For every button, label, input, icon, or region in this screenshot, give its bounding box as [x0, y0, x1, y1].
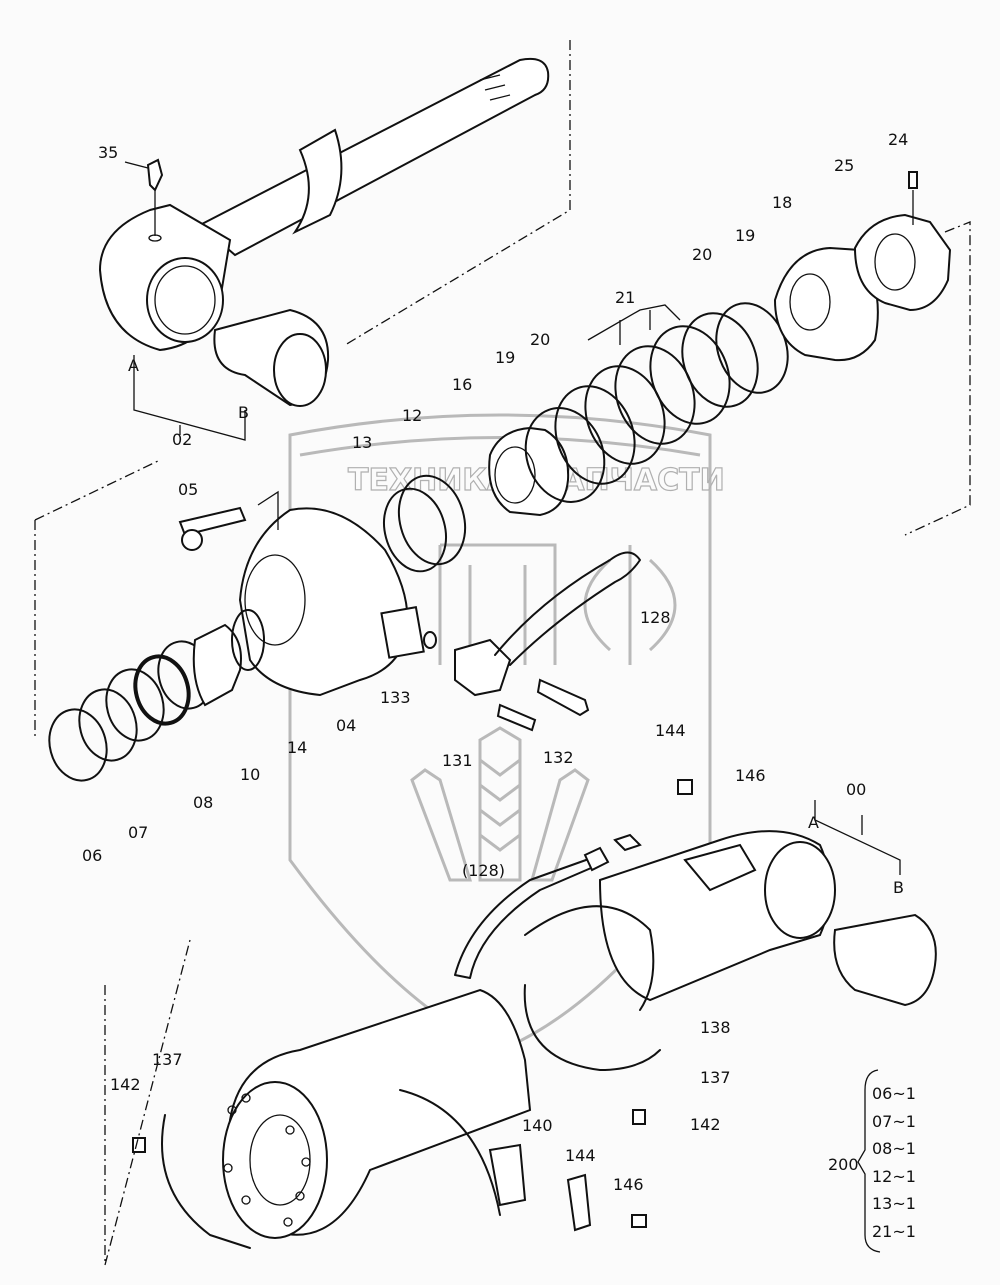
callout-131: 131: [442, 751, 473, 770]
callout-13: 13: [352, 433, 373, 452]
callout-144-lower: 144: [565, 1146, 596, 1165]
callout-35: 35: [98, 143, 119, 162]
band-137-left: [161, 1114, 251, 1249]
kit-item: 21~1: [872, 1221, 916, 1241]
head-bolt-icon: [178, 506, 247, 537]
watermark-wheat-icon: [410, 726, 590, 882]
callout-05: 05: [178, 480, 199, 499]
piston: [773, 246, 879, 362]
kit-key: 200: [828, 1155, 859, 1174]
head-port-flange: [380, 606, 425, 659]
kit-item: 08~1: [872, 1139, 916, 1158]
callout-142-left: 142: [110, 1075, 141, 1094]
callout-20-left: 20: [530, 330, 551, 349]
head-group: [34, 459, 641, 782]
kit-item: 06~1: [872, 1084, 916, 1103]
seal-rings: [524, 302, 789, 503]
rod-seals: [48, 609, 265, 782]
pipe-fitting-icon: [583, 846, 610, 872]
o-ring-133: [423, 631, 437, 649]
head-bushing: [192, 623, 242, 707]
flange-bolt-holes: [223, 1093, 311, 1227]
callout-137-left: 137: [152, 1050, 183, 1069]
callout-146-lower: 146: [613, 1175, 644, 1194]
callout-07: 07: [128, 823, 149, 842]
callout-10: 10: [240, 765, 261, 784]
tube-flange: [222, 1081, 328, 1239]
callout-04: 04: [336, 716, 357, 735]
callout-16: 16: [452, 375, 473, 394]
cylinder-head: [238, 507, 409, 697]
o-ring-14: [231, 609, 265, 671]
callout-144-upper: 144: [655, 721, 686, 740]
callout-a-rod: A: [128, 356, 139, 375]
callout-19-left: 19: [495, 348, 516, 367]
band-upper: [524, 905, 655, 1011]
bolt-146-upper-icon: [677, 779, 693, 795]
callout-b-tube: B: [893, 878, 904, 897]
rod-assembly: [98, 40, 571, 441]
bolt-131-icon: [496, 703, 537, 732]
callout-02: 02: [172, 430, 193, 449]
backup-ring-13: [383, 487, 447, 573]
callout-138: 138: [700, 1018, 731, 1037]
callout-18: 18: [772, 193, 793, 212]
kit-item: 13~1: [872, 1194, 916, 1213]
nut: [853, 213, 952, 312]
rod-thread: [479, 74, 511, 101]
tube-port: [683, 843, 757, 892]
bolt-142-left-icon: [132, 1137, 146, 1153]
set-screw-icon: [908, 171, 918, 189]
grease-fitting-icon: [146, 158, 164, 192]
callout-14: 14: [287, 738, 308, 757]
clamp-144-upper: [613, 833, 642, 852]
callout-128: 128: [640, 608, 671, 627]
tube-bushing: [833, 913, 937, 1007]
piston-group: [488, 171, 971, 536]
callout-137-right: 137: [700, 1068, 731, 1087]
o-ring-12: [397, 474, 467, 566]
callout-146-upper: 146: [735, 766, 766, 785]
watermark-letter-f: [583, 545, 677, 665]
callout-132: 132: [543, 748, 574, 767]
callout-133: 133: [380, 688, 411, 707]
watermark-letter-p: [438, 543, 557, 665]
callout-00: 00: [846, 780, 867, 799]
callout-21: 21: [615, 288, 636, 307]
rod-eye-bore: [146, 257, 224, 343]
bolt-146-lower-icon: [631, 1214, 647, 1228]
watermark-text-left: ТЕХНИКА: [348, 463, 511, 498]
tube-assembly: [104, 779, 937, 1266]
bolt-142-right-icon: [632, 1109, 646, 1125]
callout-a-tube: A: [808, 813, 819, 832]
rod-break: [292, 128, 343, 235]
watermark-top-band: [299, 436, 701, 457]
callout-25: 25: [834, 156, 855, 175]
callout-12: 12: [402, 406, 423, 425]
pipe-128: [494, 551, 641, 666]
kit-brace: [857, 1069, 881, 1253]
piston-rod: [198, 57, 550, 257]
callout-142-right: 142: [690, 1115, 721, 1134]
kit-item: 07~1: [872, 1111, 916, 1131]
callout-06: 06: [82, 846, 103, 865]
callout-08: 08: [193, 793, 214, 812]
callout-24: 24: [888, 130, 909, 149]
callout-19-right: 19: [735, 226, 756, 245]
callout-128-ref: (128): [462, 861, 506, 880]
band-137: [523, 984, 661, 1071]
callout-20-right: 20: [692, 245, 713, 264]
callout-140: 140: [522, 1116, 553, 1135]
kit-item: 12~1: [872, 1166, 916, 1186]
clamp-144: [566, 1173, 592, 1232]
band-140: [399, 1089, 501, 1216]
bracket-140: [488, 1143, 527, 1207]
callout-b-rod: B: [238, 403, 249, 422]
kit-items: 06~1 07~1 08~1 12~1 13~1 21~1: [872, 1080, 916, 1245]
tube-eye: [764, 841, 836, 939]
bolt-132-icon: [536, 678, 590, 717]
